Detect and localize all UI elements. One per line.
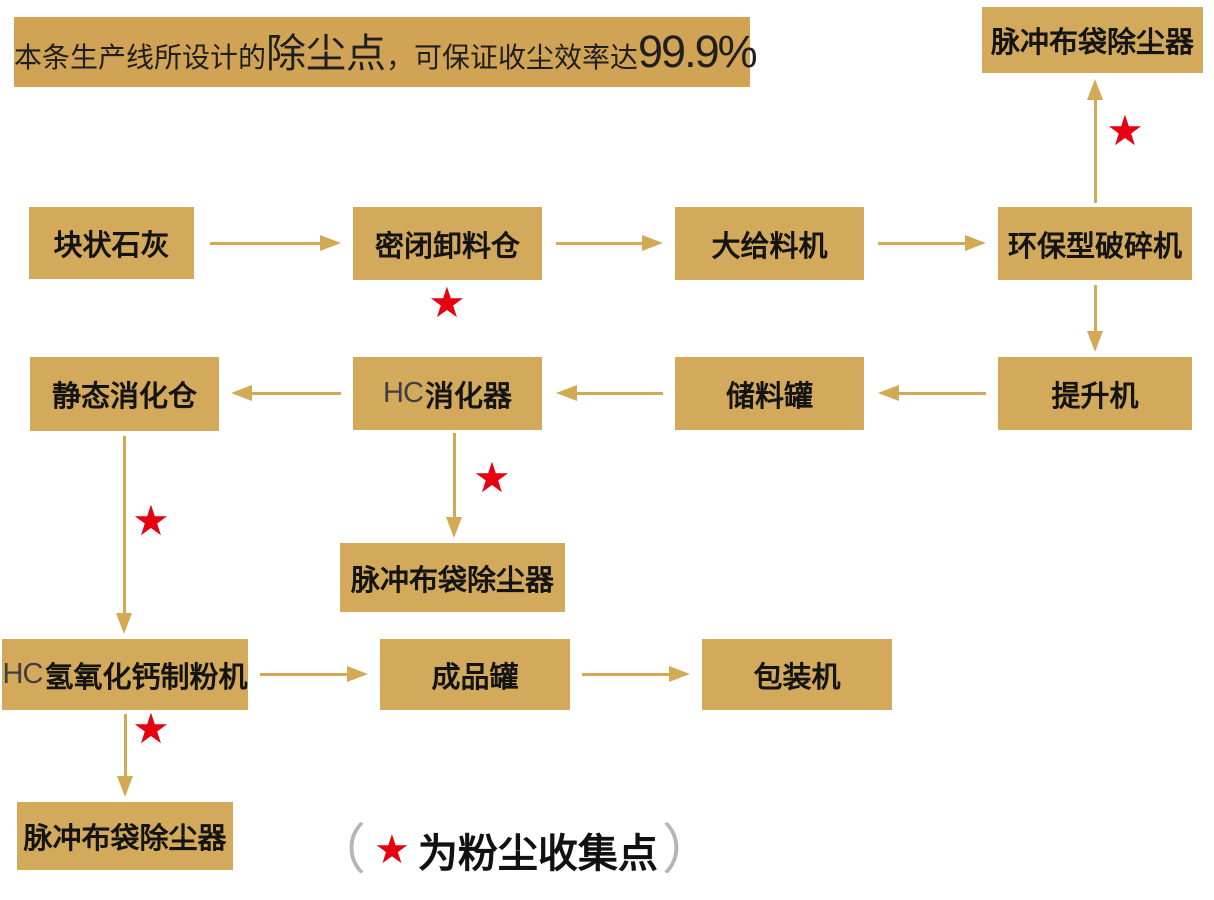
node-lump-lime: 块状石灰 [29, 207, 194, 279]
arrow-elevator-to-storage [878, 385, 986, 401]
node-label: 储料罐 [725, 380, 813, 413]
banner-text: ，可保证收尘效率达 [386, 42, 639, 73]
node-pulse-bag-dust-collector-top: 脉冲布袋除尘器 [982, 7, 1203, 73]
arrow-feeder-to-crusher [878, 235, 986, 251]
arrow-silo-to-feeder [556, 235, 663, 251]
node-label: 消化器 [424, 380, 512, 413]
legend-close-paren: ） [661, 820, 716, 880]
legend-text: 为粉尘收集点 [417, 832, 658, 876]
node-label-prefix: HC [383, 377, 424, 409]
arrow-digester-to-static-silo [231, 385, 341, 401]
node-label: 块状石灰 [53, 230, 170, 262]
node-label: 脉冲布袋除尘器 [23, 823, 227, 855]
dust-star-mill: ★ [132, 704, 170, 753]
arrow-mill-to-dust-collector-bottom [117, 714, 133, 797]
node-label: 提升机 [1051, 380, 1139, 413]
arrow-digester-to-dust-collector-middle [446, 433, 462, 538]
dust-star-sealed-silo: ★ [428, 278, 466, 327]
node-label: 成品罐 [431, 661, 519, 694]
node-pulse-bag-dust-collector-middle: 脉冲布袋除尘器 [340, 543, 565, 612]
node-label: 脉冲布袋除尘器 [350, 564, 554, 597]
arrow-storage-to-digester [556, 385, 663, 401]
dust-star-static-silo: ★ [132, 496, 170, 545]
banner-dust-efficiency: 本条生产线所设计的除尘点，可保证收尘效率达99.9% [14, 17, 758, 87]
node-finished-product-tank: 成品罐 [380, 639, 570, 710]
arrow-crusher-to-elevator [1087, 285, 1103, 352]
arrow-crusher-to-dust-collector-top [1087, 79, 1103, 203]
node-storage-tank: 储料罐 [675, 357, 864, 430]
banner-highlight-dust-points: 除尘点 [266, 32, 387, 76]
node-label: 静态消化仓 [51, 381, 197, 413]
node-label-prefix: HC [2, 658, 44, 690]
dust-star-crusher: ★ [1106, 106, 1144, 155]
node-eco-crusher: 环保型破碎机 [998, 207, 1192, 280]
banner-efficiency-value: 99.9% [638, 26, 758, 77]
node-label: 密闭卸料仓 [374, 230, 520, 263]
dust-star-digester: ★ [473, 453, 511, 502]
node-bucket-elevator: 提升机 [998, 357, 1192, 430]
legend-open-paren: （ [312, 820, 366, 880]
arrow-lime-to-silo [210, 235, 341, 251]
legend-dust-collection-points: （ ★ 为粉尘收集点 ） [308, 818, 720, 882]
node-label: 大给料机 [711, 230, 828, 263]
node-sealed-unloading-silo: 密闭卸料仓 [353, 207, 542, 280]
legend-star-icon: ★ [374, 827, 410, 873]
node-label: 脉冲布袋除尘器 [990, 27, 1194, 59]
node-static-digestion-silo: 静态消化仓 [30, 357, 219, 431]
banner-text: 本条生产线所设计的 [14, 42, 267, 73]
node-label: 环保型破碎机 [1007, 230, 1182, 263]
node-pulse-bag-dust-collector-bottom: 脉冲布袋除尘器 [17, 802, 233, 870]
arrow-mill-to-finished-tank [260, 666, 368, 682]
arrow-static-silo-to-mill [116, 436, 132, 634]
node-large-feeder: 大给料机 [675, 207, 864, 280]
node-label: 氢氧化钙制粉机 [44, 661, 248, 694]
arrow-finished-tank-to-packer [582, 666, 690, 682]
node-packing-machine: 包装机 [702, 639, 892, 710]
node-label: 包装机 [753, 661, 841, 694]
